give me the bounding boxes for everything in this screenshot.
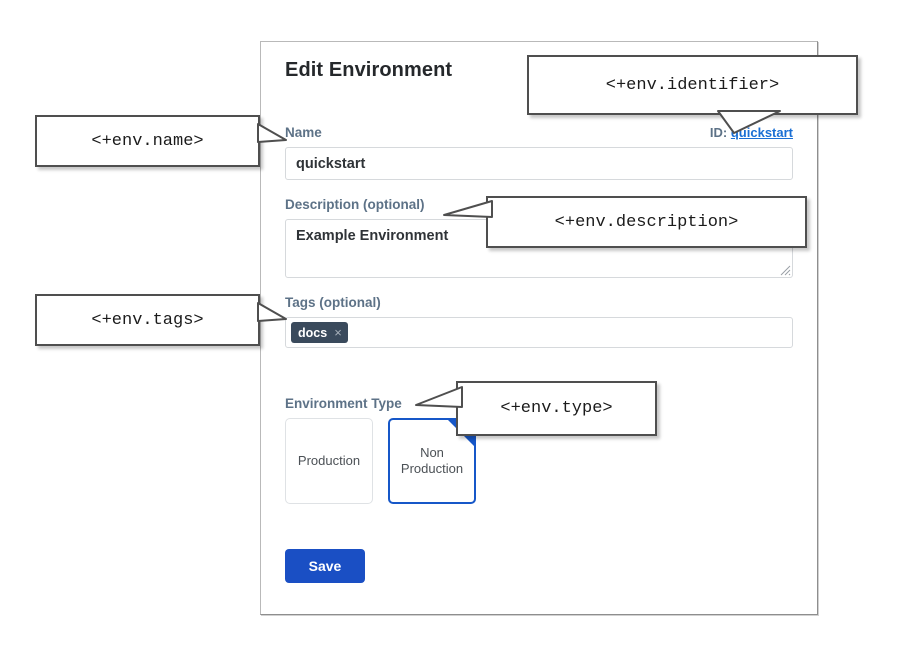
callout-env-type-tail <box>415 386 463 408</box>
callout-env-name-tail <box>257 123 287 143</box>
callout-env-description-tail <box>443 200 493 218</box>
callout-env-tags: <+env.tags> <box>35 294 260 346</box>
identifier-link[interactable]: quickstart <box>730 125 793 140</box>
callout-env-tags-tail <box>257 302 287 322</box>
environment-type-production-label: Production <box>297 453 361 468</box>
save-button[interactable]: Save <box>285 549 365 583</box>
callout-env-type-text: <+env.type> <box>500 399 613 418</box>
identifier-display: ID: quickstart <box>710 125 793 140</box>
environment-type-options: Production Non Production <box>285 418 793 504</box>
tags-label: Tags (optional) <box>285 295 381 310</box>
environment-type-non-production-label: Non Production <box>401 445 463 477</box>
tag-chip[interactable]: docs × <box>291 322 348 343</box>
non-production-line-2: Production <box>400 461 464 476</box>
name-input[interactable] <box>285 147 793 180</box>
name-label: Name <box>285 125 322 140</box>
page-title: Edit Environment <box>285 59 453 81</box>
tag-chip-label: docs <box>298 325 328 340</box>
callout-env-name: <+env.name> <box>35 115 260 167</box>
edit-environment-dialog: Edit Environment Name ID: quickstart Des… <box>260 41 818 615</box>
tags-input[interactable]: docs × <box>285 317 793 348</box>
non-production-line-1: Non <box>420 445 444 460</box>
environment-type-production[interactable]: Production <box>285 418 373 504</box>
callout-env-type: <+env.type> <box>456 381 657 436</box>
identifier-label: ID: <box>709 125 728 140</box>
name-label-row: Name ID: quickstart <box>285 125 793 147</box>
callout-env-tags-text: <+env.tags> <box>91 310 204 330</box>
environment-form: Name ID: quickstart Description (optiona… <box>285 125 793 583</box>
callout-env-identifier-text: <+env.identifier> <box>605 75 780 95</box>
close-icon[interactable]: × <box>334 325 342 340</box>
description-label: Description (optional) <box>285 197 425 212</box>
callout-env-name-text: <+env.name> <box>91 131 204 151</box>
environment-type-label: Environment Type <box>285 396 402 411</box>
callout-env-description-text: <+env.description> <box>554 212 739 232</box>
callout-env-identifier: <+env.identifier> <box>527 55 858 115</box>
callout-env-identifier-tail <box>717 110 781 134</box>
callout-env-description: <+env.description> <box>486 196 807 248</box>
